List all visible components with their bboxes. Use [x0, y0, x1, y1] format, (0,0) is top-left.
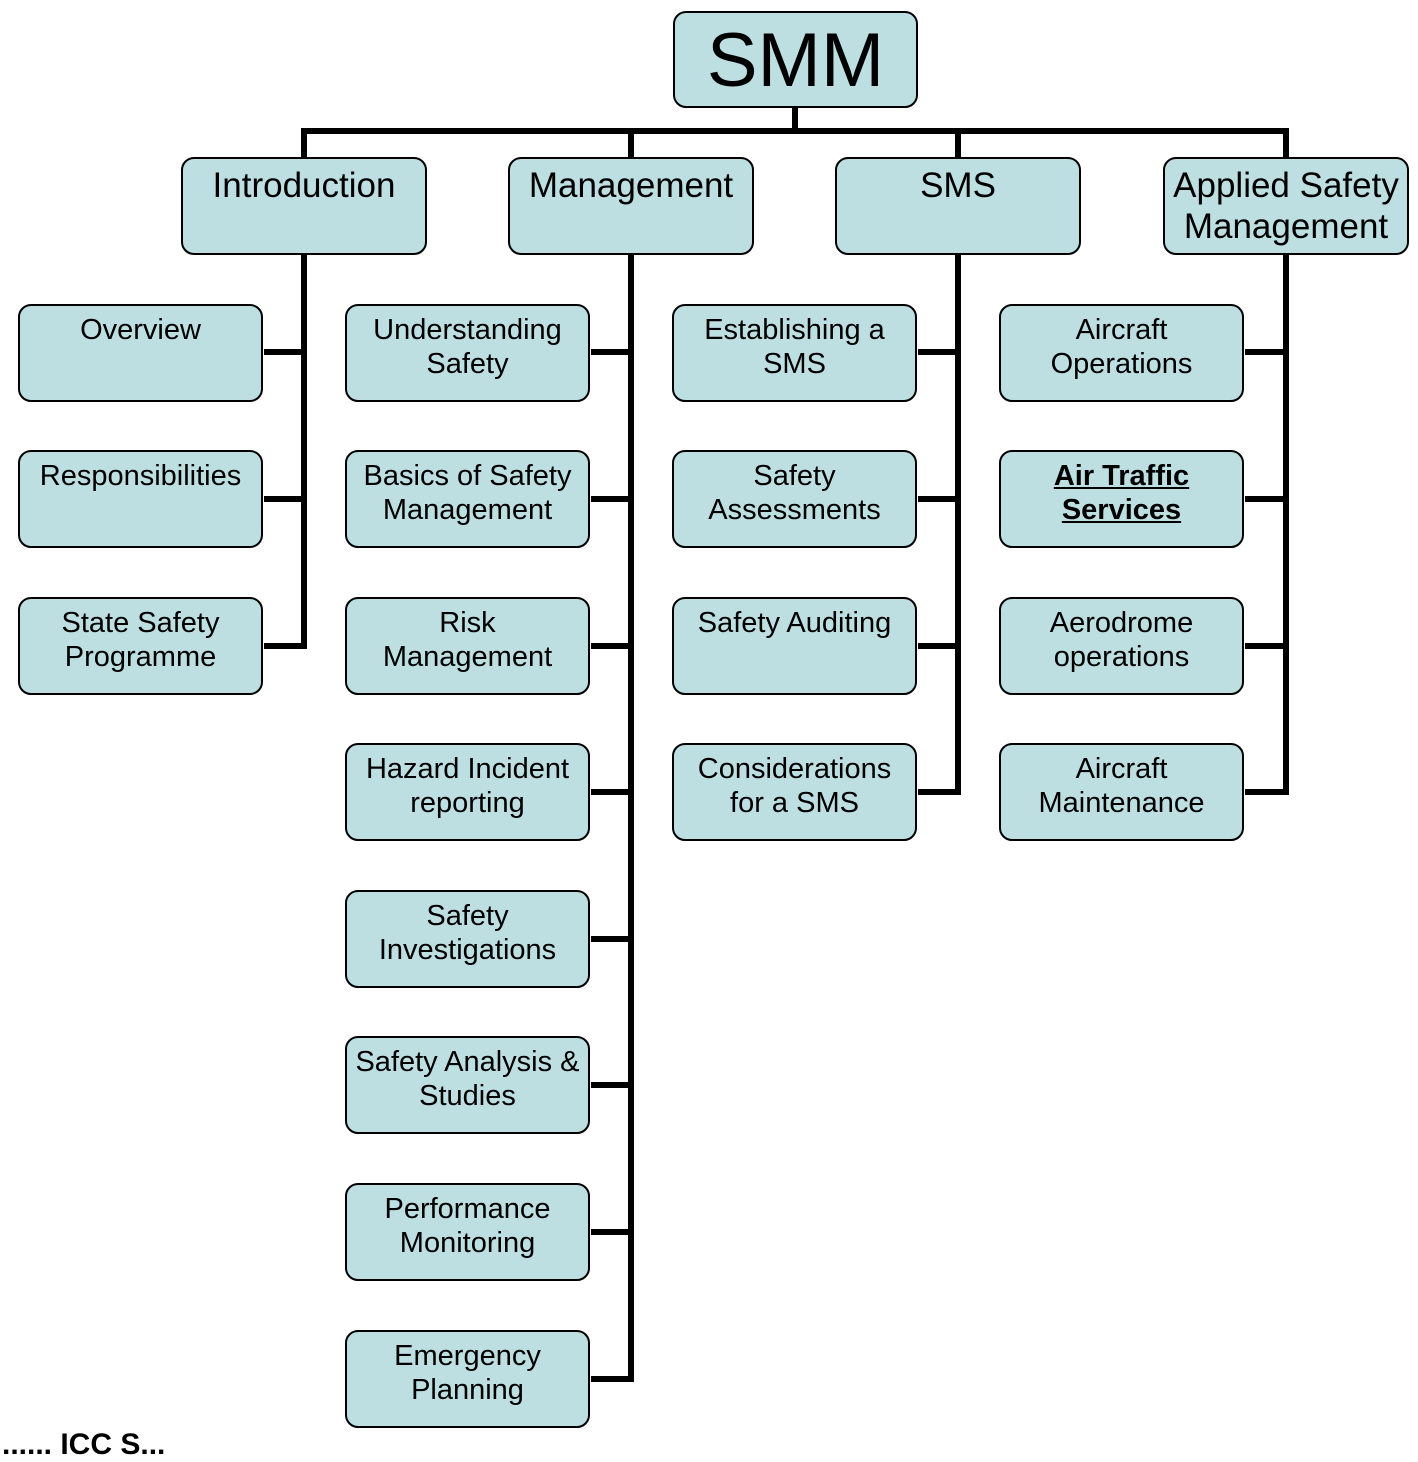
applied-spine	[1245, 255, 1289, 795]
item-label: Responsibilities	[39, 460, 242, 492]
item-label: Understanding Safety	[373, 314, 562, 380]
item-aircraft-maintenance: Aircraft Maintenance	[999, 743, 1244, 841]
item-risk-management: Risk Management	[345, 597, 590, 695]
item-label-link[interactable]: Air Traffic Services	[1053, 460, 1190, 526]
category-sms: SMS	[835, 157, 1081, 255]
item-label: Safety Analysis & Studies	[355, 1046, 580, 1112]
item-responsibilities: Responsibilities	[18, 450, 263, 548]
category-management: Management	[508, 157, 754, 255]
management-spine	[591, 255, 634, 1382]
item-basics-of-safety-management: Basics of Safety Management	[345, 450, 590, 548]
root-label: SMM	[706, 18, 885, 103]
item-safety-analysis-studies: Safety Analysis & Studies	[345, 1036, 590, 1134]
category-label: Introduction	[212, 166, 396, 205]
item-label: Aircraft Maintenance	[1038, 753, 1205, 819]
item-label: Overview	[80, 314, 201, 346]
item-label: Safety Investigations	[378, 900, 557, 966]
item-safety-auditing: Safety Auditing	[672, 597, 917, 695]
item-considerations-for-a-sms: Considerations for a SMS	[672, 743, 917, 841]
item-establishing-a-sms: Establishing a SMS	[672, 304, 917, 402]
item-label: Aerodrome operations	[1049, 607, 1194, 673]
category-applied-safety-management: Applied Safety Management	[1163, 157, 1409, 255]
item-performance-monitoring: Performance Monitoring	[345, 1183, 590, 1281]
item-label: Establishing a SMS	[704, 314, 885, 380]
item-aircraft-operations: Aircraft Operations	[999, 304, 1244, 402]
item-safety-investigations: Safety Investigations	[345, 890, 590, 988]
introduction-spine	[264, 255, 307, 649]
item-label: Risk Management	[382, 607, 553, 673]
item-label: State Safety Programme	[61, 607, 220, 673]
item-label: Emergency Planning	[394, 1340, 541, 1406]
category-label: Management	[528, 166, 734, 205]
sms-spine	[918, 255, 961, 795]
category-label: Applied Safety Management	[1173, 166, 1399, 246]
category-introduction: Introduction	[181, 157, 427, 255]
item-aerodrome-operations: Aerodrome operations	[999, 597, 1244, 695]
item-label: Safety Auditing	[697, 607, 892, 639]
item-state-safety-programme: State Safety Programme	[18, 597, 263, 695]
item-label: Basics of Safety Management	[363, 460, 572, 526]
item-understanding-safety: Understanding Safety	[345, 304, 590, 402]
item-safety-assessments: Safety Assessments	[672, 450, 917, 548]
item-label: Aircraft Operations	[1050, 314, 1193, 380]
category-label: SMS	[920, 166, 996, 205]
item-hazard-incident-reporting: Hazard Incident reporting	[345, 743, 590, 841]
item-overview: Overview	[18, 304, 263, 402]
item-label: Performance Monitoring	[384, 1193, 551, 1259]
item-label: Safety Assessments	[708, 460, 881, 526]
root-node-smm: SMM	[673, 11, 918, 108]
item-emergency-planning: Emergency Planning	[345, 1330, 590, 1428]
cropped-footnote: ...... ICC S...	[2, 1428, 166, 1461]
item-label: Hazard Incident reporting	[365, 753, 570, 819]
item-air-traffic-services[interactable]: Air Traffic Services	[999, 450, 1244, 548]
item-label: Considerations for a SMS	[697, 753, 892, 819]
